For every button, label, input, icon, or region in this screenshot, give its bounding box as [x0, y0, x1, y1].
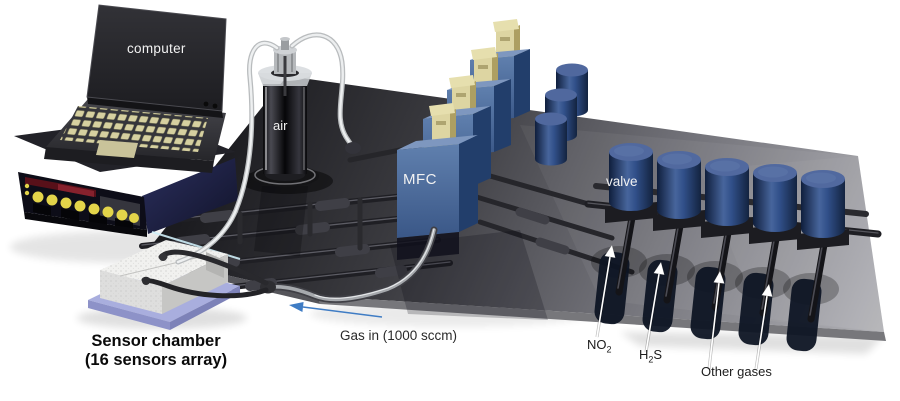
air-bottle: [241, 37, 333, 256]
air-label: air: [273, 118, 288, 133]
laptop: [44, 4, 227, 173]
rear-valve: [535, 112, 567, 166]
no2-base: NO: [587, 337, 607, 352]
gas-in-arrow: [289, 302, 383, 318]
sensor-chamber-label-line1: Sensor chamber: [91, 332, 221, 350]
h2s-label: H2S: [639, 347, 662, 365]
gas-in-label: Gas in (1000 sccm): [340, 328, 458, 343]
keyboard: [60, 106, 208, 152]
other-gases-label: Other gases: [701, 364, 772, 379]
gas-flow-arrow-no2: [595, 244, 616, 338]
tubing: [142, 32, 438, 303]
gas-flow-arrow-h2s: [644, 261, 665, 353]
h2s-part2: S: [653, 347, 663, 362]
gas-flow-arrow-other-2: [754, 283, 773, 370]
sensor-chamber-label: Sensor chamber (16 sensors array): [40, 332, 272, 371]
h2s-part1: H: [639, 347, 649, 362]
h2s-subscript: 2: [648, 354, 654, 365]
valve-cylinder: [797, 170, 849, 250]
valve-cylinder: [749, 164, 801, 244]
no2-subscript: 2: [606, 344, 612, 355]
valve-cylinder: [701, 158, 753, 238]
connector-terminals: [24, 183, 139, 223]
gas-flow-arrow-other-1: [707, 270, 725, 370]
annotation-arrows: [289, 244, 773, 370]
trackpad: [96, 140, 138, 158]
laptop-screen: [86, 4, 227, 112]
no2-label: NO2: [587, 337, 612, 355]
mfc-label: MFC: [403, 171, 437, 188]
sensor-chamber-label-line2: (16 sensors array): [84, 351, 228, 370]
valve-label: valve: [606, 174, 638, 189]
computer-label: computer: [127, 41, 186, 56]
valve-cylinder: [653, 151, 705, 231]
